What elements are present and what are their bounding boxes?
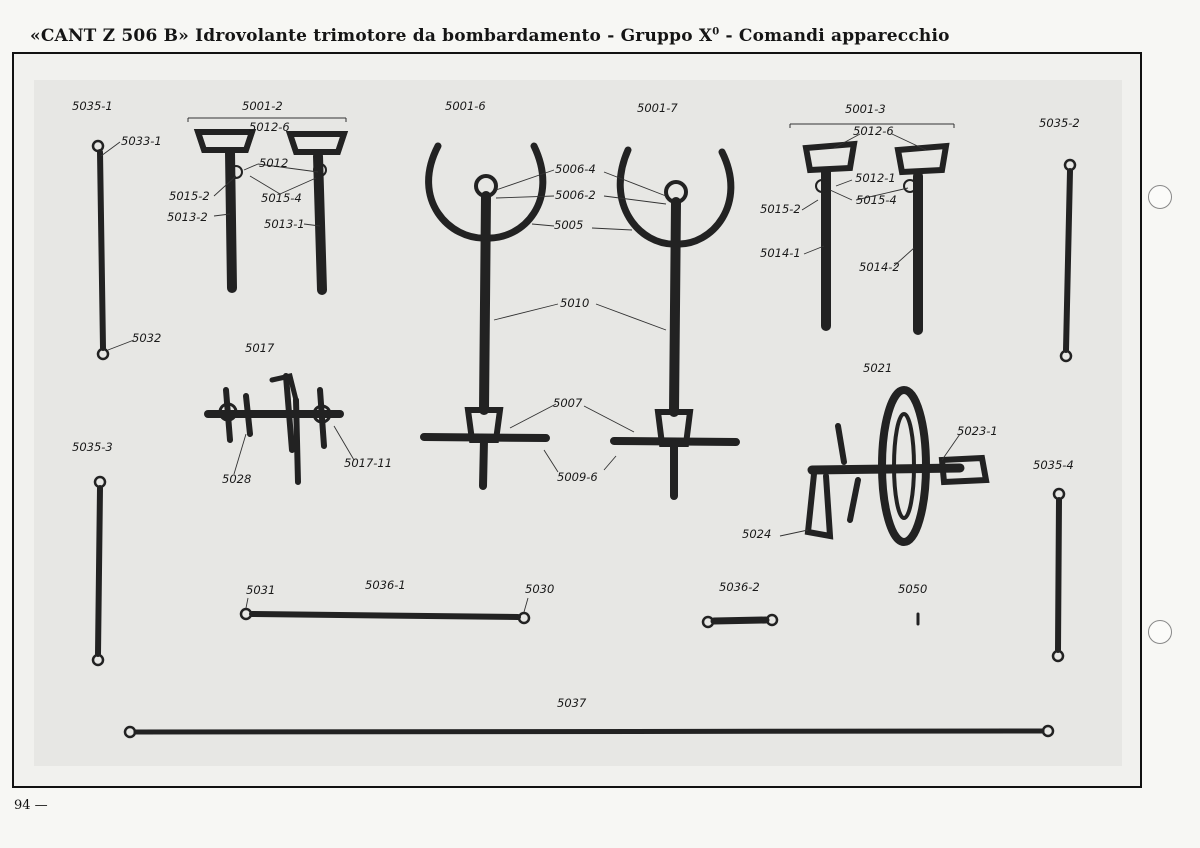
control-column-5001-7	[610, 146, 740, 500]
label-5012-6-right: 5012-6	[853, 124, 894, 138]
header-superscript: 0	[712, 26, 720, 38]
label-5013-1: 5013-1	[264, 217, 305, 231]
label-5035-2: 5035-2	[1039, 116, 1080, 130]
label-5050: 5050	[898, 582, 928, 596]
rod-5035-2	[1059, 158, 1077, 363]
label-5035-3: 5035-3	[72, 440, 113, 454]
binder-hole-bottom	[1148, 620, 1172, 644]
label-5001-2: 5001-2	[242, 99, 283, 113]
page-number: 94 —	[14, 798, 48, 813]
label-5012-6-left: 5012-6	[249, 120, 290, 134]
label-5009-6: 5009-6	[557, 470, 598, 484]
label-5015-4-left: 5015-4	[261, 191, 302, 205]
label-5012: 5012	[259, 156, 289, 170]
label-5001-6: 5001-6	[445, 99, 486, 113]
pedals-5001-3	[802, 140, 950, 335]
page-header: «CANT Z 506 B» Idrovolante trimotore da …	[30, 26, 950, 46]
label-5023-1: 5023-1	[957, 424, 998, 438]
label-5012-1: 5012-1	[855, 171, 896, 185]
rod-5035-4	[1051, 487, 1066, 663]
label-5036-1: 5036-1	[365, 578, 406, 592]
wheel-assembly-5021	[804, 386, 990, 546]
label-5014-2: 5014-2	[859, 260, 900, 274]
label-5033-1: 5033-1	[121, 134, 162, 148]
label-5006-2: 5006-2	[555, 188, 596, 202]
label-5028: 5028	[222, 472, 252, 486]
shaft-assembly-5017	[204, 373, 344, 485]
binder-hole-top	[1148, 185, 1172, 209]
label-5001-7: 5001-7	[637, 101, 678, 115]
control-column-5001-6	[420, 142, 550, 490]
label-5015-2-right: 5015-2	[760, 202, 801, 216]
label-5035-4: 5035-4	[1033, 458, 1074, 472]
label-5017: 5017	[245, 341, 275, 355]
label-5005: 5005	[554, 218, 584, 232]
pedals-5001-2	[193, 129, 349, 295]
label-5001-3: 5001-3	[845, 102, 886, 116]
label-5030: 5030	[525, 582, 555, 596]
rod-5037	[123, 724, 1055, 739]
label-5015-4-right: 5015-4	[856, 193, 897, 207]
rod-5036-1	[239, 607, 531, 625]
label-5010: 5010	[560, 296, 590, 310]
label-5017-11: 5017-11	[344, 456, 393, 470]
label-5006-4: 5006-4	[555, 162, 596, 176]
label-5014-1: 5014-1	[760, 246, 801, 260]
label-5007: 5007	[553, 396, 583, 410]
label-5024: 5024	[742, 527, 772, 541]
rod-5035-1	[91, 139, 110, 361]
label-5032: 5032	[132, 331, 162, 345]
label-5015-2-left: 5015-2	[169, 189, 210, 203]
turnbuckle-5036-2	[701, 613, 779, 629]
label-5036-2: 5036-2	[719, 580, 760, 594]
label-5037: 5037	[557, 696, 587, 710]
label-5031: 5031	[246, 583, 276, 597]
header-title-tail: - Comandi apparecchio	[719, 26, 950, 46]
label-5035-1: 5035-1	[72, 99, 113, 113]
label-5013-2: 5013-2	[167, 210, 208, 224]
rod-5035-3	[91, 475, 107, 667]
label-5021: 5021	[863, 361, 893, 375]
header-title: «CANT Z 506 B» Idrovolante trimotore da …	[30, 26, 713, 46]
